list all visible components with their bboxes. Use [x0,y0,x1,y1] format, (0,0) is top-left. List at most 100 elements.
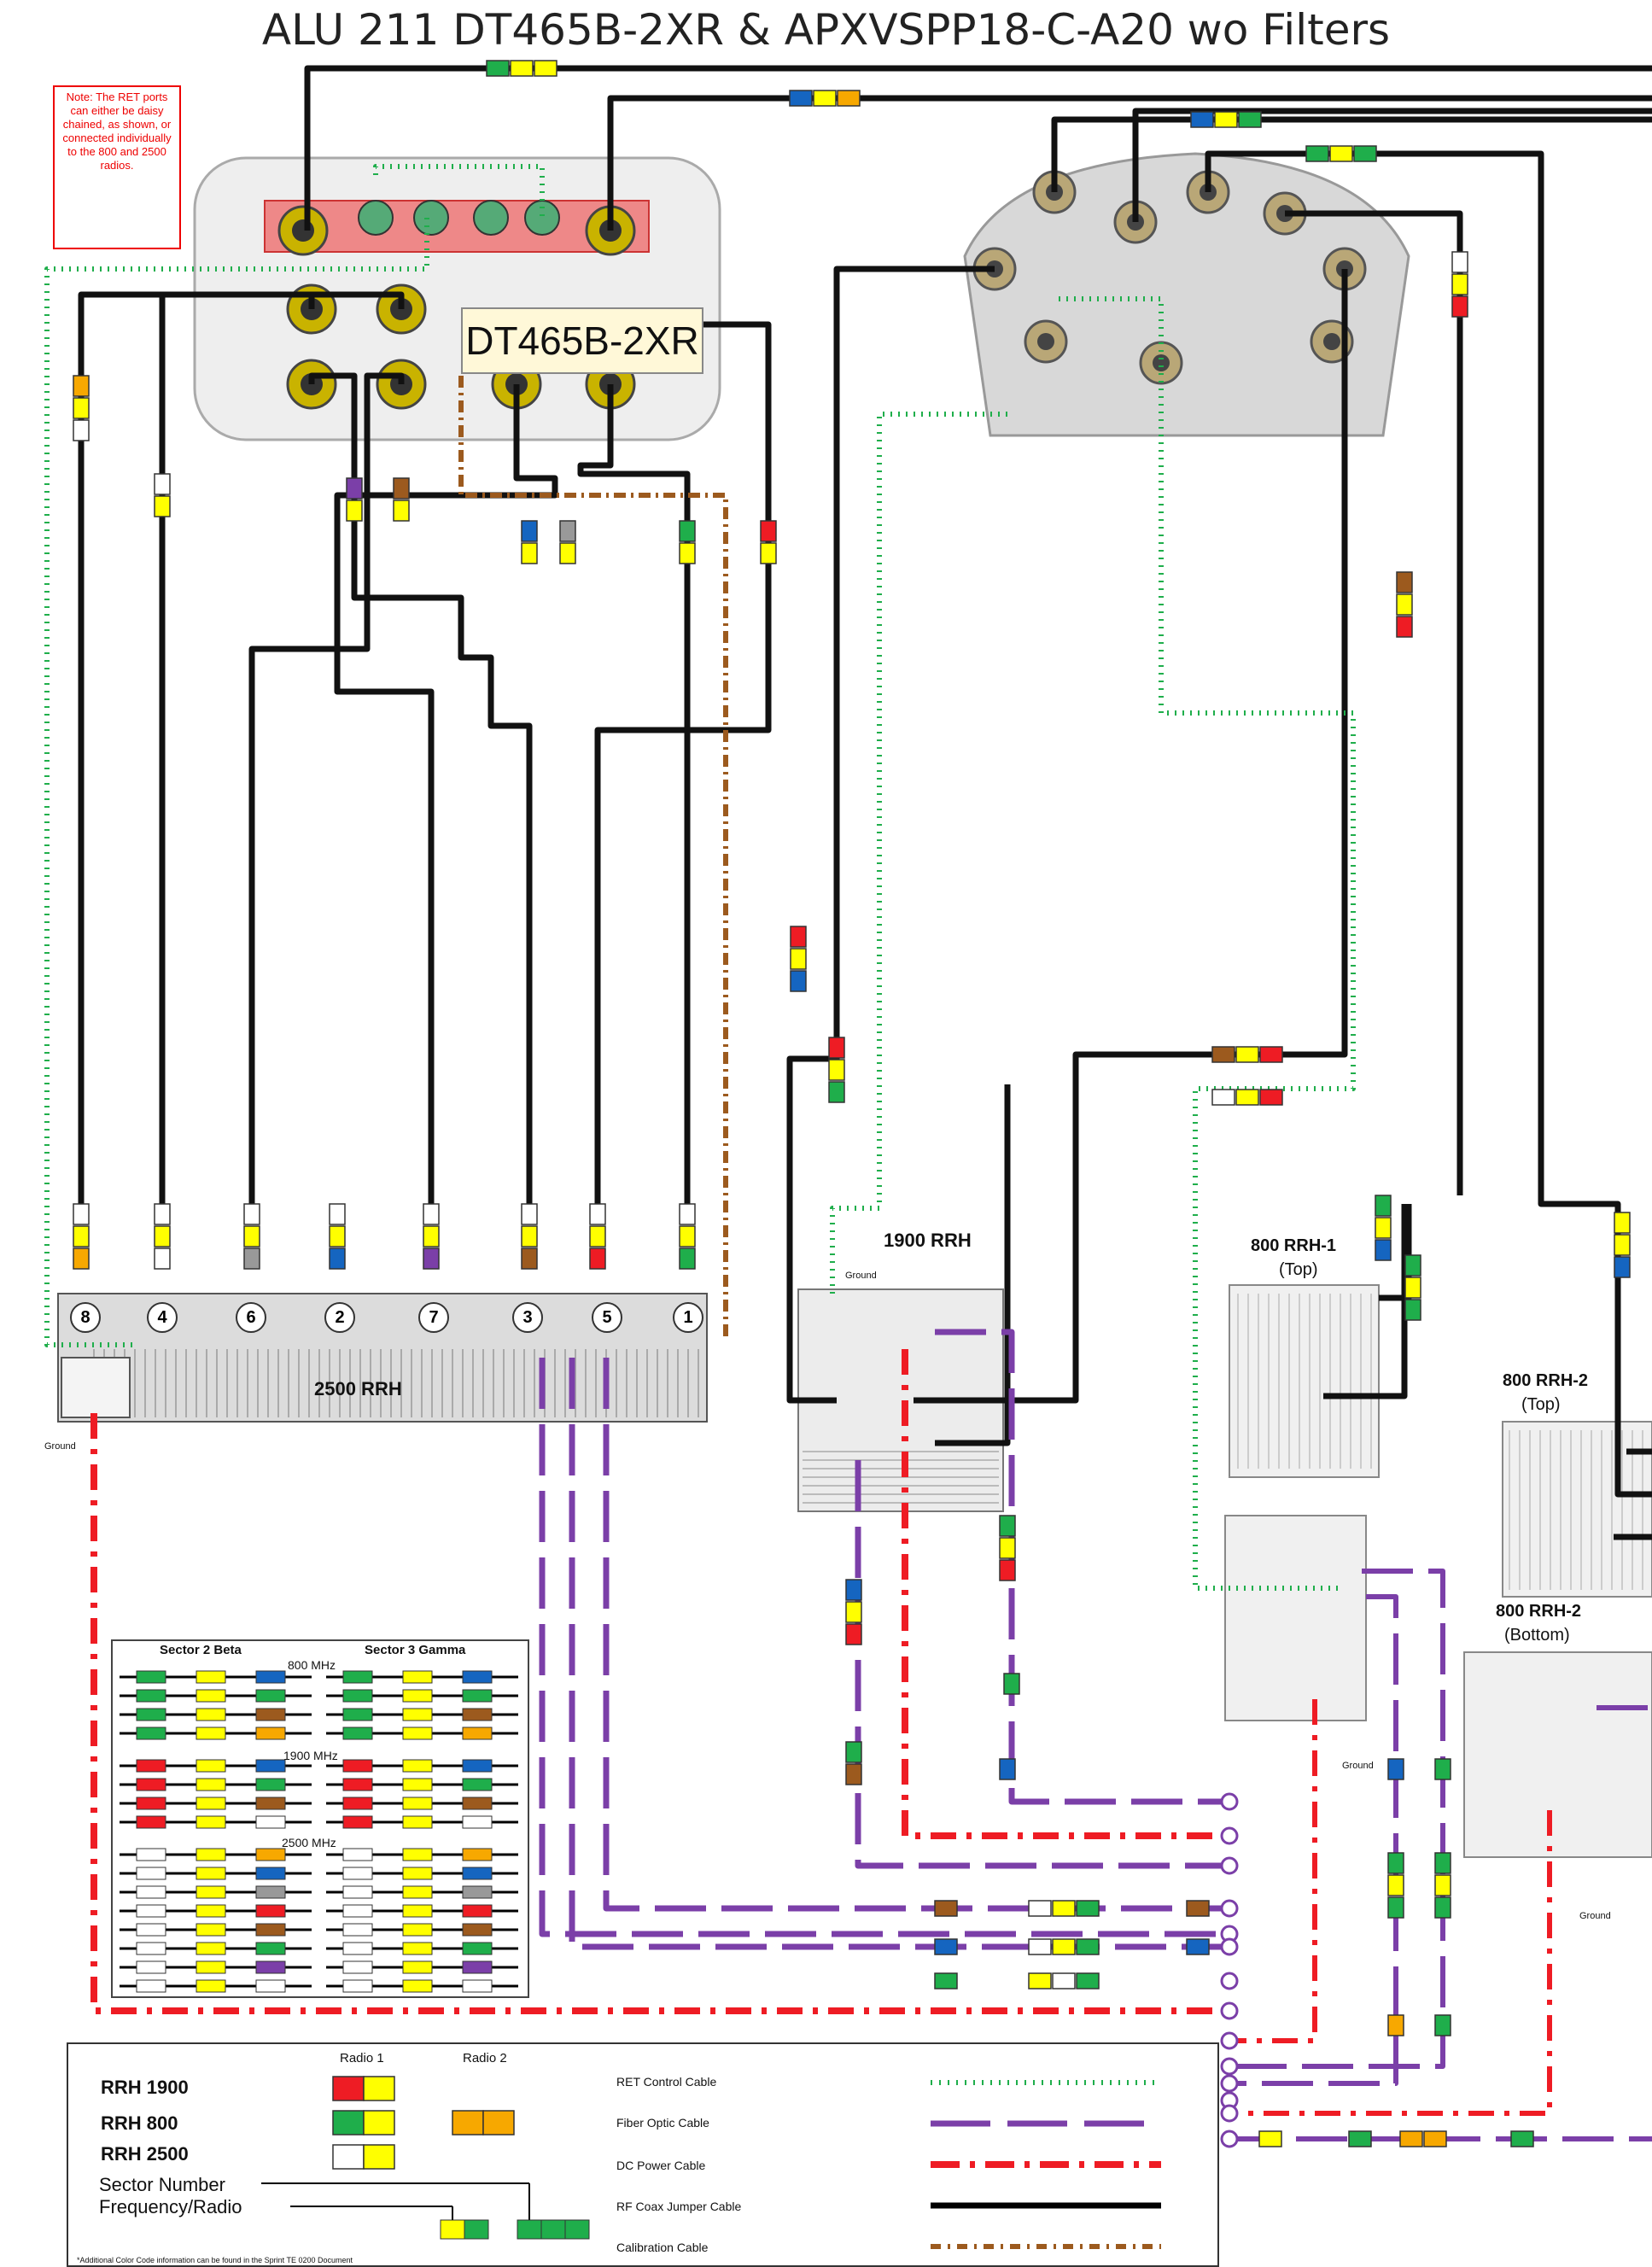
color-band-rrh2500 [329,1247,346,1270]
port-number-5: 5 [592,1302,622,1333]
fiber-optic-cable [603,1358,1229,1912]
color-band-rrh2500 [423,1247,440,1270]
color-band-rrh2500 [589,1203,606,1225]
color-band-800-fiber [1434,2014,1451,2036]
color-band-fiber [999,1537,1016,1559]
apxv-connector-center [1037,333,1054,350]
fiber-optic-cable [1229,1569,1445,2069]
color-band-fiber [1028,1972,1052,1989]
chart-rows [120,1670,518,1993]
color-band-rrh2500 [329,1225,346,1247]
color-band-rrh2500 [521,1203,538,1225]
chart-row-swatch [136,1848,166,1861]
chart-row-swatch [342,1867,373,1880]
chart-row-swatch [196,1708,226,1721]
chart-band-2500: 2500 MHz [282,1836,336,1849]
color-band-rrh2500 [679,1203,696,1225]
port-number-3: 3 [512,1302,543,1333]
chart-row-swatch [255,1670,286,1684]
color-band-port3 [559,520,576,542]
chart-row-swatch [342,1689,373,1703]
chart-row-swatch [196,1904,226,1918]
legend-radio2: Radio 2 [463,2051,507,2065]
cable-terminator [1220,1972,1239,1990]
color-band-sector [1305,145,1329,162]
chart-row-swatch [462,1759,493,1773]
cable-terminator [1220,1826,1239,1845]
chart-row-swatch [136,1867,166,1880]
rf-coax-jumper [1285,210,1463,1195]
chart-row-swatch [255,1727,286,1740]
chart-row-swatch [462,1797,493,1810]
cable-terminator [1220,1899,1239,1918]
color-band-800-2 [1614,1212,1631,1234]
chart-row-swatch [462,1708,493,1721]
chart-row-swatch [255,1923,286,1937]
chart-row-swatch [136,1708,166,1721]
legend-example-swatch [540,2219,566,2240]
chart-row-swatch [402,1904,433,1918]
color-band-port8 [73,419,90,441]
chart-row-swatch [136,1960,166,1974]
legend-example-swatch [440,2219,465,2240]
color-band-fiber [1003,1673,1020,1695]
color-band-bottom [1258,2130,1282,2147]
rf-coax-jumper [1205,150,1652,1498]
chart-row-swatch [462,1815,493,1829]
chart-row-swatch [196,1942,226,1955]
chart-row-swatch [196,1960,226,1974]
chart-row-swatch [342,1923,373,1937]
color-band-sector [534,60,557,77]
color-band-800-fiber [1434,1874,1451,1896]
color-band-fiber [1052,1900,1076,1917]
chart-row-swatch [462,1848,493,1861]
chart-row-swatch [196,1797,226,1810]
chart-row-swatch [342,1797,373,1810]
legend-footnote: *Additional Color Code information can b… [77,2256,353,2264]
legend-radio1-swatch [363,2110,395,2136]
color-band-rrh2500 [243,1247,260,1270]
color-band-port3 [559,542,576,564]
chart-row-swatch [462,1670,493,1684]
legend-rrh2500: RRH 2500 [101,2143,189,2165]
color-band-rrh2500 [423,1203,440,1225]
color-band-800 [1451,251,1468,273]
chart-row-swatch [462,1885,493,1899]
chart-row-swatch [136,1815,166,1829]
chart-row-swatch [255,1708,286,1721]
color-band-port4 [154,473,171,495]
port-number-8: 8 [70,1302,101,1333]
chart-row-swatch [255,1778,286,1791]
chart-row-swatch [196,1778,226,1791]
color-band-800 [1404,1299,1421,1321]
color-band-sector [1214,111,1238,128]
chart-row-swatch [402,1708,433,1721]
chart-row-swatch [342,1885,373,1899]
legend-radio1-swatch [332,2076,365,2101]
rf-coax-jumper [594,321,772,1204]
calibration-cable [458,376,728,1341]
rf-coax-jumper [577,384,691,1204]
chart-row-swatch [136,1797,166,1810]
dc-power-cable [1229,1810,1552,2116]
chart-row-swatch [342,1727,373,1740]
legend-example-swatch [517,2219,542,2240]
color-band-fiber [934,1972,958,1989]
color-band-sector [1329,145,1353,162]
cable-terminator [1220,2104,1239,2123]
ret-port [524,200,560,236]
legend-rrh1900: RRH 1900 [101,2077,189,2098]
cable-terminator [1220,1856,1239,1875]
color-band-port5 [760,542,777,564]
chart-row-swatch [402,1867,433,1880]
chart-band-1900: 1900 MHz [283,1749,338,1762]
color-band-port2 [346,500,363,522]
color-band-fiber [1052,1938,1076,1955]
color-band-sector [1353,145,1377,162]
chart-row-swatch [342,1815,373,1829]
chart-row-swatch [196,1885,226,1899]
chart-row-swatch [255,1815,286,1829]
chart-row-swatch [136,1904,166,1918]
chart-row-swatch [255,1797,286,1810]
chart-row-swatch [342,1942,373,1955]
